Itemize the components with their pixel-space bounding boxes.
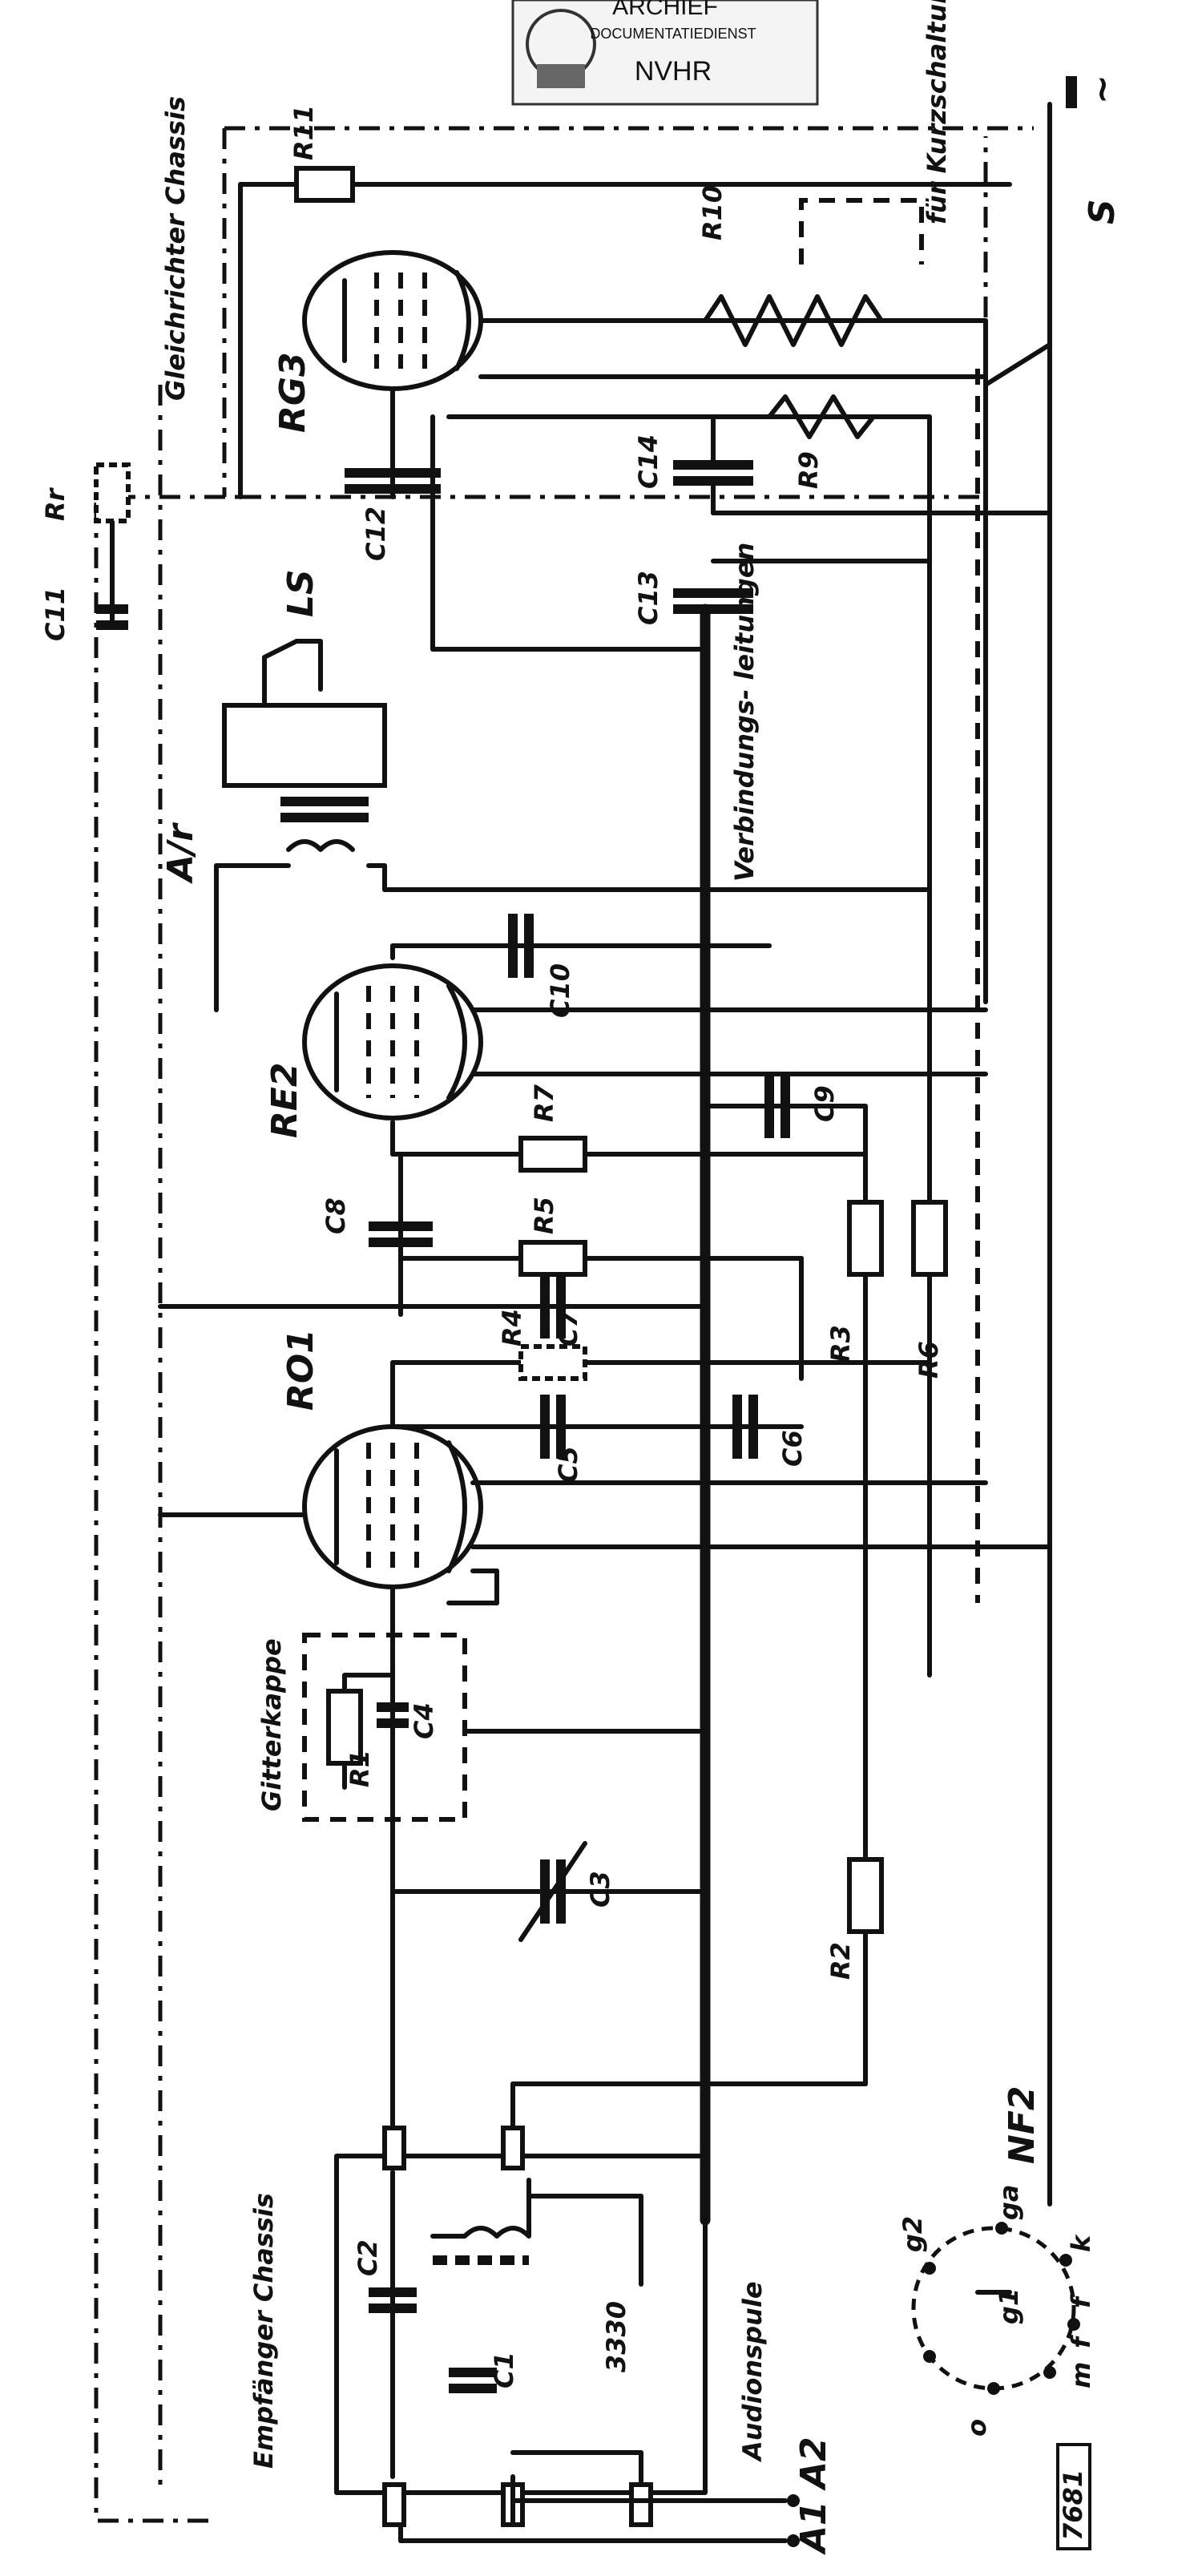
label-pin-f2: f (1066, 2294, 1096, 2308)
label-re2: RE2 (264, 1062, 305, 1138)
shortwave-bridge (799, 198, 924, 264)
label-receiver-chassis: Empfänger Chassis (248, 2193, 279, 2469)
terminal-a1 (382, 2482, 406, 2527)
label-r5: R5 (529, 1197, 559, 1234)
label-r11: R11 (288, 105, 319, 160)
label-r9: R9 (793, 451, 824, 489)
label-shortwave: für Kurzschaltung (922, 0, 952, 224)
label-c13: C13 (633, 571, 664, 625)
resistor-r2 (847, 1857, 884, 1934)
label-c1: C1 (489, 2352, 519, 2388)
terminal-reaction (501, 2126, 525, 2170)
label-antenna: A1 A2 (793, 2437, 834, 2555)
interstage: C8 R5 R3 R6 C7 R4 (158, 1152, 948, 1862)
label-r10: R10 (697, 185, 728, 240)
label-c14: C14 (633, 434, 664, 489)
label-r3: R3 (825, 1325, 856, 1363)
label-pin-o: o (962, 2419, 992, 2437)
label-connections: Verbindungs- leitungen (729, 543, 760, 882)
resistor-r10 (703, 294, 884, 347)
label-ls: LS (280, 569, 321, 617)
resistor-r4 (518, 1344, 587, 1381)
label-r7: R7 (529, 1084, 559, 1122)
label-atr: A/r (160, 822, 201, 884)
label-c2: C2 (353, 2239, 383, 2276)
resistor-r7 (518, 1136, 587, 1173)
resistor-r5 (518, 1240, 587, 1277)
label-pin-f1: f (1066, 2334, 1096, 2348)
label-rg3: RG3 (272, 352, 313, 433)
antenna-coupling: C11 Rr (40, 462, 131, 641)
label-c9: C9 (809, 1085, 840, 1122)
label-c6: C6 (777, 1430, 808, 1467)
label-coil-num: 3330 (601, 2301, 631, 2372)
label-pin-k: k (1066, 2234, 1096, 2252)
label-pin-g1: g1 (994, 2288, 1024, 2324)
grid-cap-section: Gitterkappe R1 C4 C3 R2 (256, 1585, 884, 2223)
mains-symbol: ~ (1082, 75, 1123, 104)
terminal-earth (629, 2482, 653, 2527)
resistor-r3 (847, 1200, 884, 1277)
label-r2: R2 (825, 1942, 856, 1980)
stamp-top-text: ARCHIEF (612, 0, 718, 20)
resistor-rr (94, 462, 131, 523)
outer-frame (94, 495, 256, 2523)
label-rectifier-chassis: Gleichrichter Chassis (160, 96, 191, 401)
mains-plug-icon (1066, 76, 1077, 108)
label-c12: C12 (361, 507, 391, 561)
resistor-r9 (767, 394, 876, 439)
rectifier-section: RG3 Gleichrichter Chassis R11 R10 für Ku… (160, 0, 1123, 2207)
label-c11: C11 (40, 587, 71, 641)
archive-stamp: ARCHIEF DOCUMENTATIEDIENST NVHR (511, 0, 819, 106)
pinout-nf2: NF2 g2 ga g1 k o m f f (897, 2086, 1096, 2437)
output-stage: RE2 A/r LS C10 Verbindungs- leitungen C9 (160, 543, 988, 1365)
label-c8: C8 (321, 1197, 351, 1234)
label-pin-g2: g2 (897, 2216, 928, 2252)
label-r1: R1 (345, 1750, 375, 1787)
antenna-a1-jack[interactable] (787, 2534, 800, 2547)
reaction-coil (430, 2178, 531, 2239)
label-c5: C5 (553, 1446, 583, 1483)
label-rr: Rr (40, 487, 71, 521)
label-switch: S (1082, 199, 1123, 224)
stamp-bottom-text: NVHR (635, 56, 712, 87)
resistor-r11 (294, 166, 355, 203)
label-c3: C3 (585, 1871, 615, 1908)
loudspeaker-icon (262, 639, 323, 708)
detector-stage: RO1 C5 C6 (158, 1329, 1052, 1605)
label-c4: C4 (409, 1702, 439, 1739)
label-pin-m: m (1066, 2362, 1096, 2388)
mains-switch[interactable] (983, 342, 1052, 387)
label-ref: 7681 (1058, 2469, 1088, 2541)
antenna-a2-jack[interactable] (787, 2494, 800, 2507)
label-ro1: RO1 (280, 1329, 321, 1411)
speaker-frame (222, 703, 387, 788)
label-coil: Audionspule (737, 2281, 768, 2463)
tube-rg3 (302, 250, 483, 391)
stamp-middle-text: DOCUMENTATIEDIENST (590, 26, 756, 42)
label-grid-cap: Gitterkappe (256, 1638, 287, 1811)
grid-cap-box (302, 1633, 467, 1822)
label-pinout-title: NF2 (1002, 2086, 1043, 2165)
receiver-chassis: Empfänger Chassis Audionspule C2 C1 3330 (248, 2126, 834, 2555)
resistor-r1 (326, 1689, 363, 1766)
label-pin-ga: ga (994, 2185, 1024, 2221)
label-c7: C7 (553, 1310, 583, 1347)
label-r4: R4 (497, 1309, 527, 1347)
output-transformer (286, 839, 355, 852)
terminal-grid (382, 2126, 406, 2170)
resistor-r6 (911, 1200, 948, 1277)
